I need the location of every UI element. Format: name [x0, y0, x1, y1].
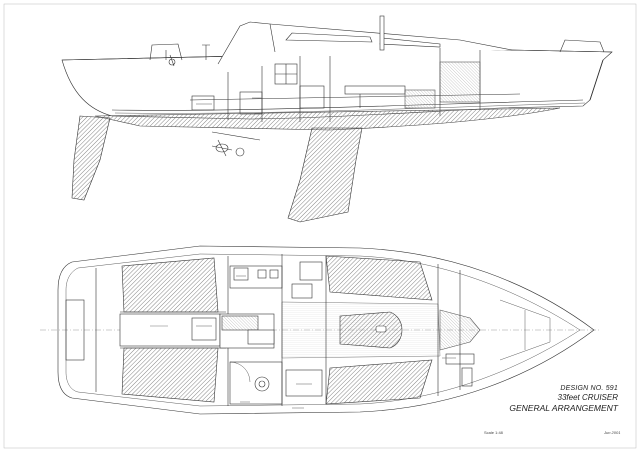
- heads: [229, 361, 283, 405]
- propeller: [211, 131, 261, 157]
- cockpit: [119, 313, 221, 347]
- design-number: DESIGN NO. 591: [560, 385, 618, 392]
- boot-stripe: [111, 99, 584, 111]
- saloon-table-plan: [339, 311, 403, 349]
- date-label: Jun 2001: [604, 430, 621, 435]
- mast-base: [379, 15, 385, 51]
- design-name: 33feet CRUISER: [557, 393, 618, 402]
- transom: [589, 59, 604, 101]
- transom-step: [65, 299, 85, 361]
- forepeak-berth: [439, 309, 481, 351]
- engine: [191, 95, 215, 111]
- side-profile: [61, 15, 613, 131]
- port-aft-berth: [121, 257, 219, 313]
- keel: [287, 127, 363, 223]
- port-settee: [325, 255, 433, 301]
- sheet-border: [3, 3, 637, 449]
- galley-plan: [229, 265, 283, 289]
- stbd-settee: [325, 359, 433, 405]
- stbd-aft-berth: [121, 347, 219, 403]
- room-tags: [150, 97, 456, 409]
- deckhouse-window: [285, 32, 373, 43]
- bow-pulpit: [559, 39, 605, 53]
- coachroof: [217, 21, 513, 65]
- rudder: [71, 115, 111, 201]
- sink: [291, 283, 313, 299]
- anchor-locker: [499, 299, 551, 361]
- title-block: DESIGN NO. 591 33feet CRUISER GENERAL AR…: [509, 385, 618, 413]
- deck-plan: [40, 245, 600, 415]
- scale-label: Scale 1:48: [484, 430, 503, 435]
- stern-pulpit: [149, 43, 183, 61]
- drawing-title: GENERAL ARRANGEMENT: [509, 403, 618, 413]
